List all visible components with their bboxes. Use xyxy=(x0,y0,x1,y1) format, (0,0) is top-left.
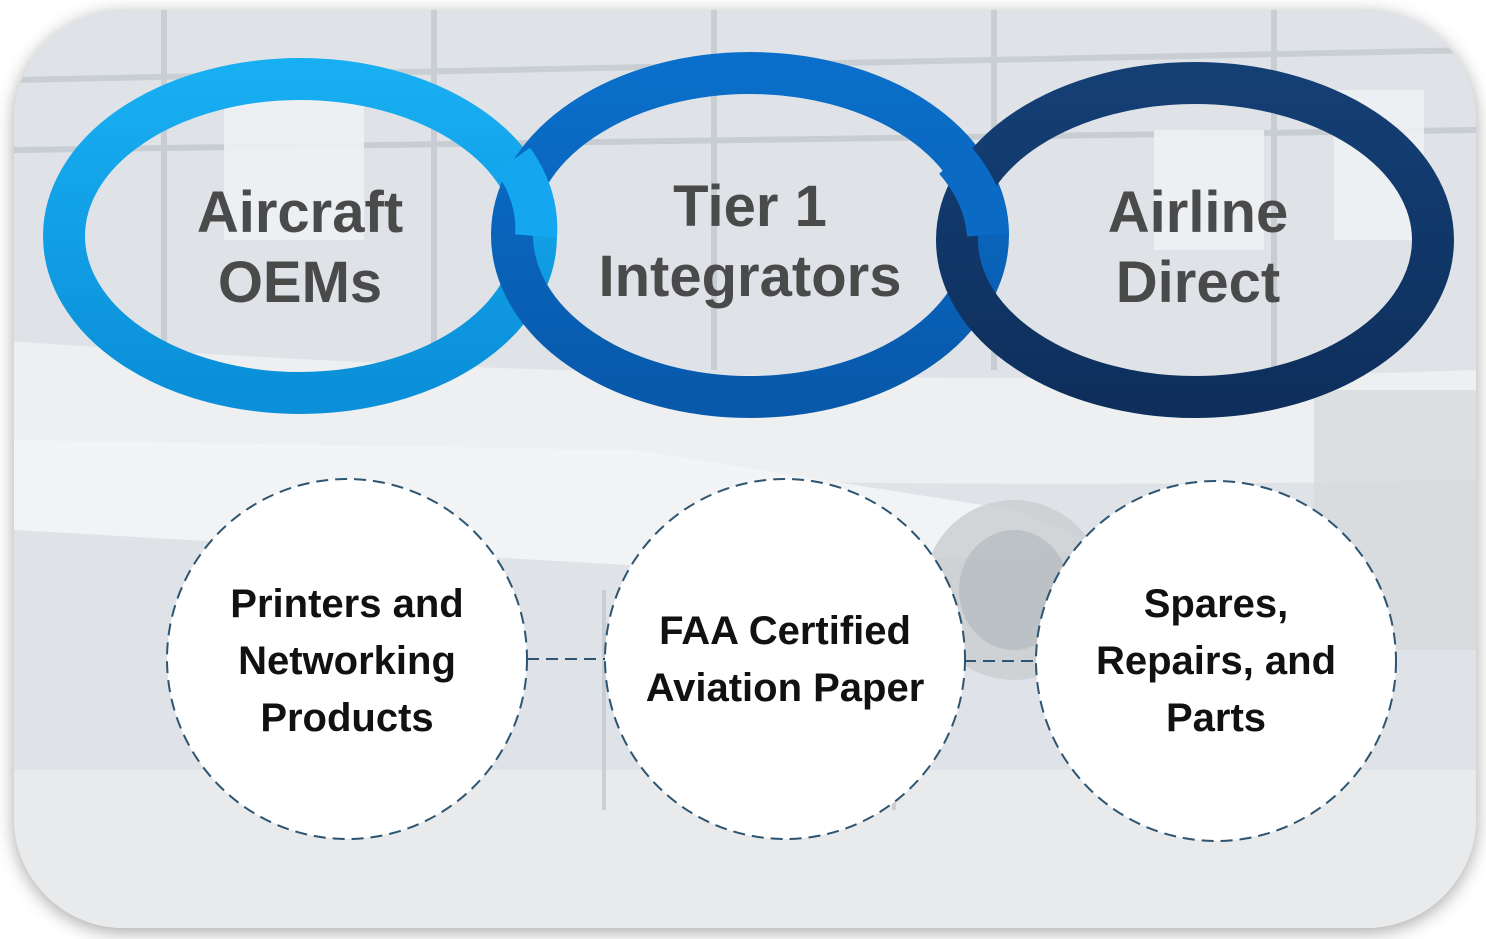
circle-faa-paper xyxy=(604,478,966,840)
ring-label-line: Aircraft xyxy=(196,180,404,245)
circle-label-line: Networking xyxy=(238,639,456,683)
circle-label-line: Spares, xyxy=(1143,582,1289,626)
circle-label-line: Aviation Paper xyxy=(645,666,925,710)
ring-label-line: Tier 1 xyxy=(673,174,827,239)
ring-label-line: Direct xyxy=(1115,250,1281,315)
ring-label-line: Integrators xyxy=(598,244,902,309)
circle-label-line: FAA Certified xyxy=(659,609,911,653)
circle-label-line: Printers and xyxy=(230,582,464,626)
ring-label-line: Airline xyxy=(1107,180,1289,245)
background-panel xyxy=(14,10,1476,928)
circle-label-faa-paper: FAA Certified Aviation Paper xyxy=(625,603,945,717)
circle-label-line: Parts xyxy=(1165,696,1267,740)
circle-label-spares: Spares, Repairs, and Parts xyxy=(1056,576,1376,747)
ring-label-airline-direct: Airline Direct xyxy=(1048,178,1348,318)
ring-label-tier1-integrators: Tier 1 Integrators xyxy=(590,172,910,312)
ring-label-aircraft-oems: Aircraft OEMs xyxy=(150,178,450,318)
ring-label-line: OEMs xyxy=(217,250,383,315)
ring-airline-direct xyxy=(936,62,1454,418)
circle-label-line: Repairs, and xyxy=(1095,639,1337,683)
ring-interlock-segment-2 xyxy=(938,146,1009,238)
circle-label-printers: Printers and Networking Products xyxy=(187,576,507,747)
circle-spares-repairs xyxy=(1035,480,1397,842)
circle-label-line: Products xyxy=(260,696,434,740)
circle-printers-networking xyxy=(166,478,528,840)
ring-interlock-segment-1 xyxy=(495,147,558,238)
